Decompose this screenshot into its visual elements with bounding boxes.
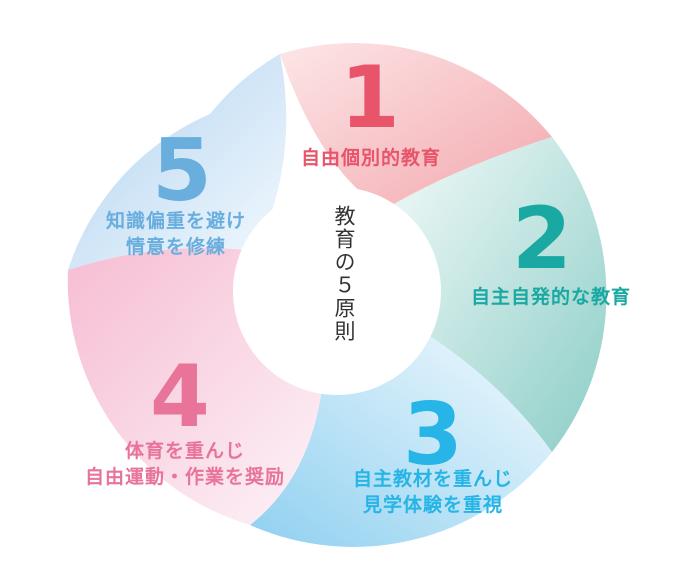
principle-5-label-line-2: 情意を修練 xyxy=(125,236,226,258)
center-title: 教育の５原則 xyxy=(332,205,356,343)
principle-2-label-line: 自主自発的な教育 xyxy=(470,286,631,308)
principle-1-label: 自由個別的教育 xyxy=(276,145,466,171)
principle-1-label-line: 自由個別的教育 xyxy=(300,147,441,169)
segment-5 xyxy=(68,54,287,270)
principle-4-label-line-2: 自由運動・作業を奨励 xyxy=(84,466,285,488)
principle-4-label-line-1: 体育を重んじ xyxy=(124,440,245,462)
principle-2-number: 2 xyxy=(512,189,572,289)
principle-3-label: 自主教材を重んじ 見学体験を重視 xyxy=(328,466,538,518)
segment-1 xyxy=(280,42,552,211)
principle-4-label: 体育を重んじ 自由運動・作業を奨励 xyxy=(60,438,310,490)
principle-2-label: 自主自発的な教育 xyxy=(432,284,670,310)
principle-3-label-line-1: 自主教材を重んじ xyxy=(352,468,513,490)
principle-5-label: 知識偏重を避け 情意を修練 xyxy=(76,208,276,260)
principle-3-number: 3 xyxy=(403,385,463,485)
principle-5-label-line-1: 知識偏重を避け xyxy=(105,210,246,232)
principle-3-label-line-2: 見学体験を重視 xyxy=(362,494,503,516)
principle-4-number: 4 xyxy=(150,347,210,447)
segment-2 xyxy=(384,137,607,452)
principle-1-number: 1 xyxy=(340,48,400,148)
principle-5-number: 5 xyxy=(152,121,212,221)
center-circle xyxy=(233,187,441,395)
